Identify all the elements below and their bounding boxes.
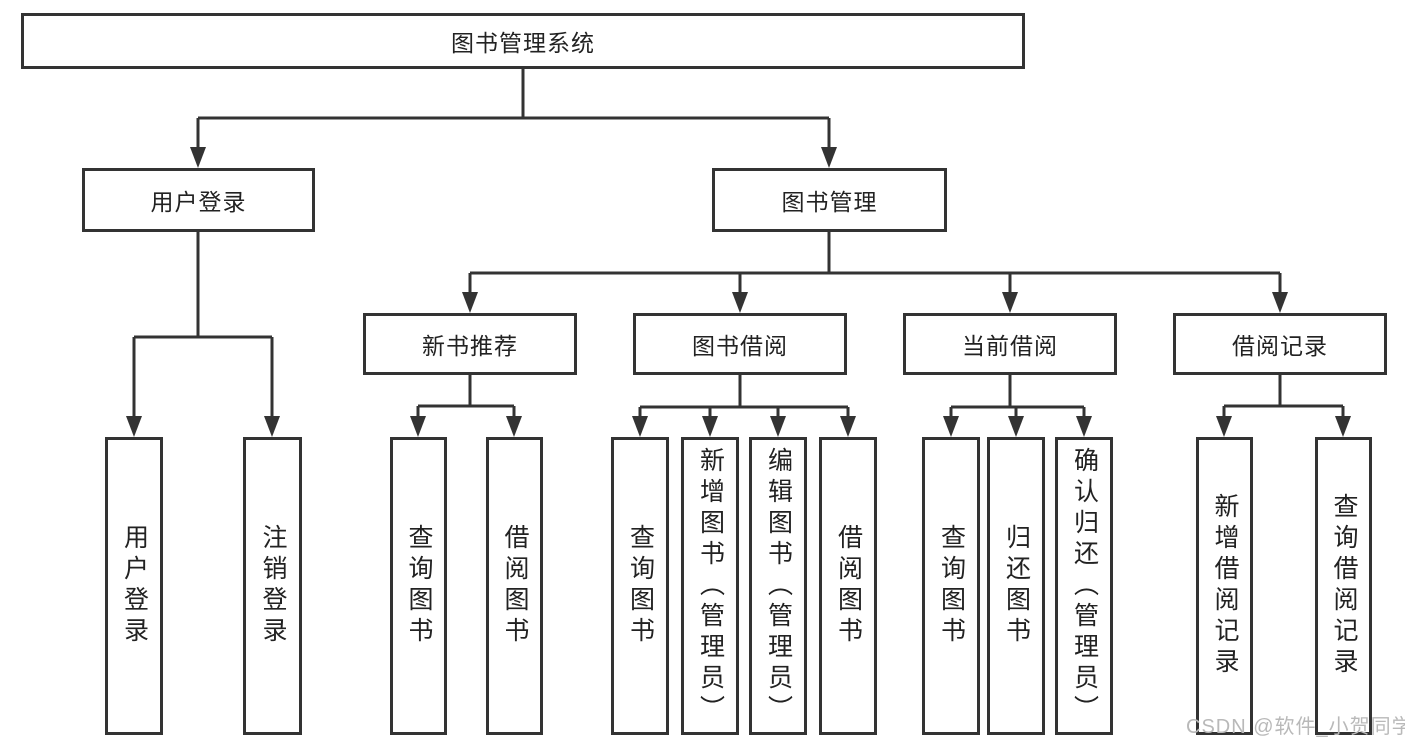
- arrow-down-icon: [1335, 416, 1351, 437]
- node-new-book-recommend: 新书推荐: [363, 313, 577, 375]
- node-root-system: 图书管理系统: [21, 13, 1025, 69]
- leaf-return-books: 归还图书: [987, 437, 1045, 735]
- leaf-query-books-borrow: 查询图书: [611, 437, 669, 735]
- node-book-management-label: 图书管理: [781, 189, 878, 215]
- node-book-borrow: 图书借阅: [633, 313, 847, 375]
- leaf-label: 新增图书（管理员）: [696, 446, 725, 726]
- arrow-down-icon: [1008, 416, 1024, 437]
- leaf-label: 用户登录: [120, 524, 149, 648]
- node-user-login-label: 用户登录: [150, 189, 247, 215]
- leaf-label: 借阅图书: [501, 524, 529, 648]
- arrow-down-icon: [126, 416, 142, 437]
- arrow-down-icon: [506, 416, 522, 437]
- node-user-login: 用户登录: [82, 168, 315, 232]
- arrow-down-icon: [770, 416, 786, 437]
- leaf-label: 查询图书: [937, 524, 966, 648]
- arrow-down-icon: [1216, 416, 1232, 437]
- leaf-edit-books-admin: 编辑图书（管理员）: [749, 437, 807, 735]
- leaf-label: 归还图书: [1002, 524, 1031, 648]
- arrow-down-icon: [264, 416, 280, 437]
- leaf-add-borrow-record: 新增借阅记录: [1196, 437, 1253, 735]
- arrow-down-icon: [732, 292, 748, 313]
- arrow-down-icon: [943, 416, 959, 437]
- leaf-user-login: 用户登录: [105, 437, 163, 735]
- arrow-down-icon: [702, 416, 718, 437]
- leaf-query-books-recommend: 查询图书: [390, 437, 447, 735]
- leaf-logout: 注销登录: [243, 437, 302, 735]
- leaf-query-books-current: 查询图书: [922, 437, 980, 735]
- node-borrow-record: 借阅记录: [1173, 313, 1387, 375]
- leaf-label: 注销登录: [259, 524, 287, 648]
- leaf-borrow-books: 借阅图书: [819, 437, 877, 735]
- leaf-label: 查询图书: [626, 524, 655, 648]
- node-book-management: 图书管理: [712, 168, 947, 232]
- node-book-borrow-label: 图书借阅: [692, 333, 788, 359]
- arrow-down-icon: [840, 416, 856, 437]
- arrowhead-icons: [126, 147, 1351, 437]
- leaf-label: 新增借阅记录: [1211, 493, 1239, 679]
- arrow-down-icon: [462, 292, 478, 313]
- node-borrow-record-label: 借阅记录: [1232, 333, 1328, 359]
- arrow-down-icon: [632, 416, 648, 437]
- arrow-down-icon: [821, 147, 837, 168]
- leaf-label: 查询图书: [405, 524, 433, 648]
- node-root-label: 图书管理系统: [451, 30, 595, 56]
- connector-paths: [132, 69, 1345, 417]
- arrow-down-icon: [1076, 416, 1092, 437]
- csdn-watermark: CSDN @软件_小贺同学: [1186, 716, 1405, 738]
- arrow-down-icon: [190, 147, 206, 168]
- leaf-label: 查询借阅记录: [1330, 493, 1358, 679]
- leaf-label: 编辑图书（管理员）: [764, 446, 793, 726]
- arrow-down-icon: [410, 416, 426, 437]
- leaf-borrow-books-recommend: 借阅图书: [486, 437, 543, 735]
- node-new-book-recommend-label: 新书推荐: [422, 333, 518, 359]
- node-current-borrow-label: 当前借阅: [962, 333, 1058, 359]
- arrow-down-icon: [1272, 292, 1288, 313]
- leaf-label: 借阅图书: [834, 524, 863, 648]
- arrow-down-icon: [1002, 292, 1018, 313]
- leaf-label: 确认归还（管理员）: [1070, 446, 1099, 726]
- leaf-query-borrow-record: 查询借阅记录: [1315, 437, 1372, 735]
- leaf-add-books-admin: 新增图书（管理员）: [681, 437, 739, 735]
- node-current-borrow: 当前借阅: [903, 313, 1117, 375]
- leaf-confirm-return-admin: 确认归还（管理员）: [1055, 437, 1113, 735]
